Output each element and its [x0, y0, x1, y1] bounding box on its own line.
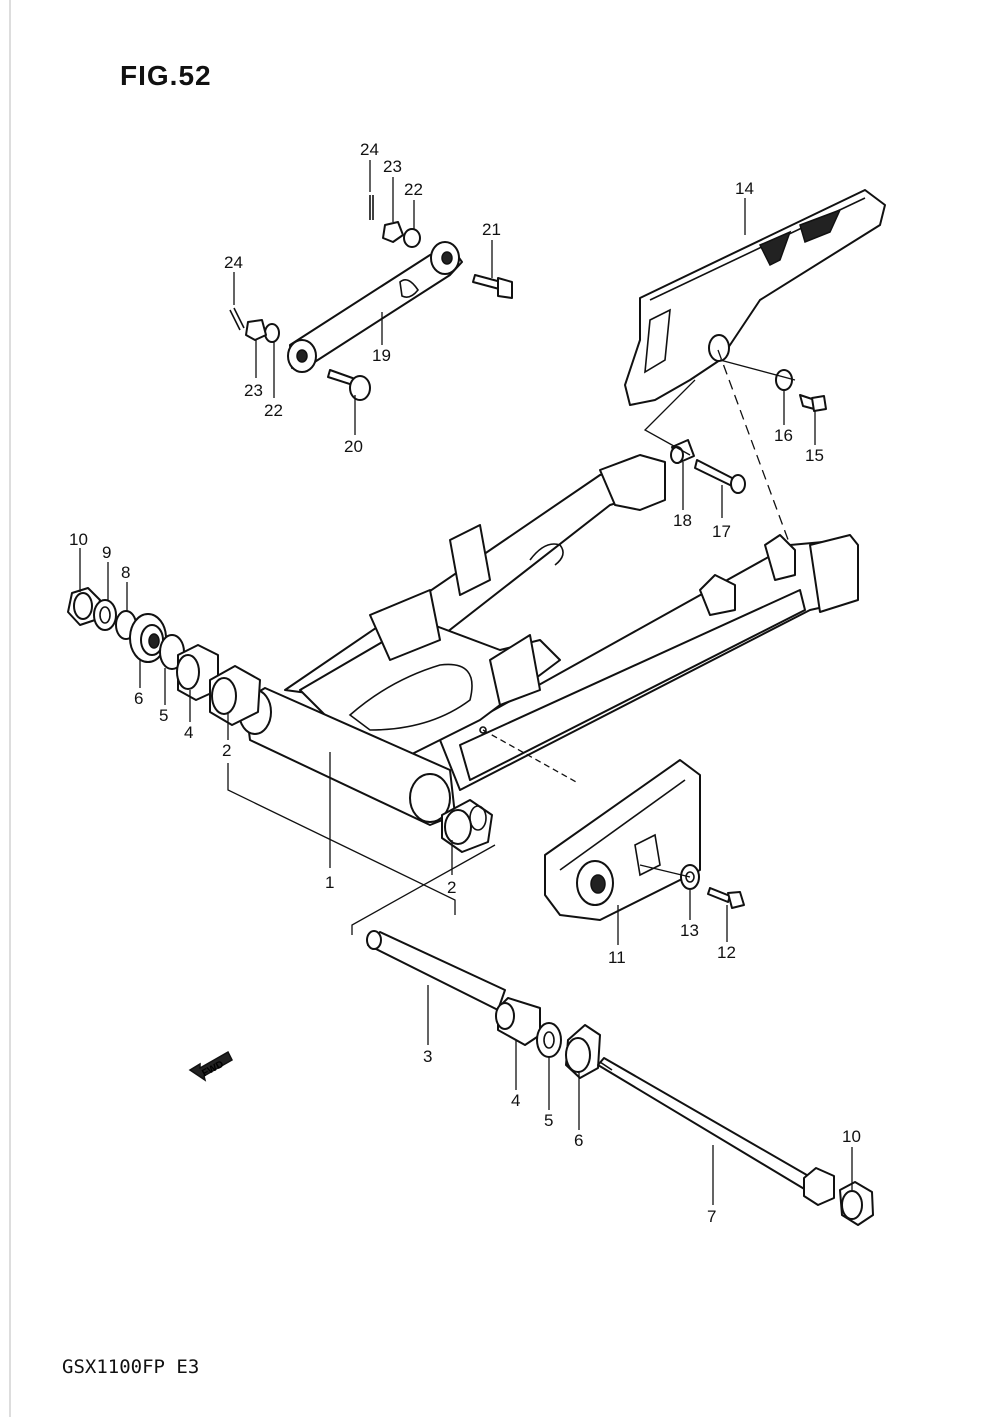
figure-title: FIG.52	[120, 60, 212, 91]
callout-14: 14	[735, 179, 754, 198]
callout-numbers: 1 2 2 3 4 4 5 5 6 6 7 8 9 10 10 11 12 13…	[69, 140, 861, 1226]
callout-10-right: 10	[842, 1127, 861, 1146]
callout-23-bottom: 23	[244, 381, 263, 400]
callout-3: 3	[423, 1047, 432, 1066]
callout-4-left: 4	[184, 723, 193, 742]
model-label: GSX1100FP E3	[62, 1356, 200, 1378]
callout-24-bottom: 24	[224, 253, 243, 272]
callout-18: 18	[673, 511, 692, 530]
callout-6-right: 6	[574, 1131, 583, 1150]
callout-2-left: 2	[222, 741, 231, 760]
callout-4-right: 4	[511, 1091, 520, 1110]
callout-24-top: 24	[360, 140, 379, 159]
callout-5-left: 5	[159, 706, 168, 725]
callout-23-top: 23	[383, 157, 402, 176]
callout-13: 13	[680, 921, 699, 940]
callout-22-bottom: 22	[264, 401, 283, 420]
callout-20: 20	[344, 437, 363, 456]
chain-adjuster-block	[544, 759, 745, 921]
chain-case	[624, 189, 886, 494]
callout-21: 21	[482, 220, 501, 239]
callout-17: 17	[712, 522, 731, 541]
left-pivot-stack	[67, 587, 261, 726]
callout-15: 15	[805, 446, 824, 465]
callout-22-top: 22	[404, 180, 423, 199]
leader-lines	[79, 160, 853, 1205]
callout-12: 12	[717, 943, 736, 962]
callout-1: 1	[325, 873, 334, 892]
callout-5-right: 5	[544, 1111, 553, 1130]
callout-7: 7	[707, 1207, 716, 1226]
pivot-shaft-assembly	[366, 930, 874, 1226]
fwd-label: FWD	[200, 1059, 225, 1079]
torque-link-assembly	[229, 195, 513, 401]
callout-11: 11	[608, 948, 626, 967]
callout-10-left: 10	[69, 530, 88, 549]
callout-8: 8	[121, 563, 130, 582]
callout-6-left: 6	[134, 689, 143, 708]
right-needle-bearing	[441, 799, 493, 853]
callout-19: 19	[372, 346, 391, 365]
callout-9: 9	[102, 543, 111, 562]
swingarm-body	[238, 454, 859, 826]
callout-16: 16	[774, 426, 793, 445]
fwd-direction-arrow: FWD	[188, 1050, 233, 1082]
callout-2-right: 2	[447, 878, 456, 897]
